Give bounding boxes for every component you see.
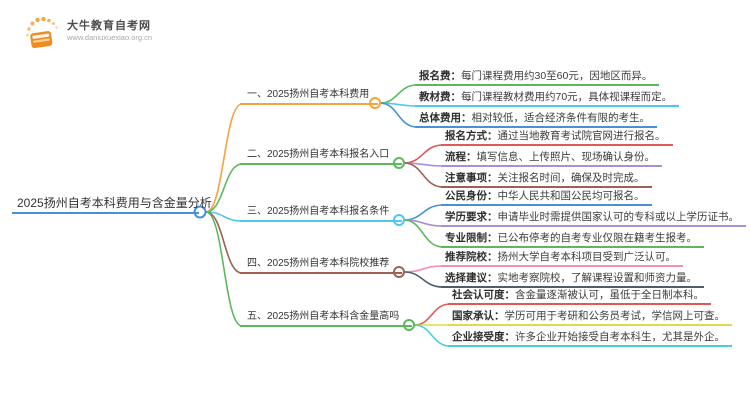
leaf-node-4-1: 推荐院校：扬州大学自考本科项目受到广泛认可。: [441, 249, 683, 267]
leaf-text: 每门课程教材费用约70元，具体视课程而定。: [461, 91, 673, 103]
leaf-node-4-2: 选择建议：实地考察院校，了解课程设置和师资力量。: [441, 270, 704, 288]
logo-url: www.daniuxuexiao.org.cn: [67, 33, 153, 42]
leaf-text: 扬州大学自考本科项目受到广泛认可。: [497, 251, 677, 263]
leaf-node-1-1: 报名费：每门课程费用约30至60元，因地区而异。: [415, 68, 660, 86]
leaf-text: 许多企业开始接受自考本科生，尤其是外企。: [515, 331, 725, 343]
leaf-node-2-1: 报名方式：通过当地教育考试院官网进行报名。: [441, 128, 673, 146]
branch-node-4: 四、2025扬州自考本科院校推荐: [240, 255, 402, 274]
leaf-label: 教材费：: [419, 91, 461, 103]
link-root-branch4: [205, 211, 243, 274]
logo: 大牛教育自考网 www.daniuxuexiao.org.cn: [24, 11, 152, 51]
leaf-node-1-3: 总体费用：相对较低，适合经济条件有限的考生。: [415, 110, 657, 128]
root-node: 2025扬州自考本科费用与含金量分析: [12, 194, 212, 214]
leaf-node-2-3: 注意事项：关注报名时间，确保及时完成。: [441, 170, 652, 188]
leaf-text: 通过当地教育考试院官网进行报名。: [497, 130, 666, 142]
logo-title: 大牛教育自考网: [67, 20, 151, 32]
leaf-text: 申请毕业时需提供国家认可的专科或以上学历证书。: [497, 211, 740, 223]
leaf-label: 流程：: [445, 151, 477, 163]
branch-node-1: 一、2025扬州自考本科费用: [240, 86, 378, 105]
leaf-text: 填写信息、上传照片、现场确认身份。: [476, 151, 656, 163]
leaf-text: 关注报名时间，确保及时完成。: [497, 172, 645, 184]
leaf-text: 已公布停考的自考专业仅限在籍考生报考。: [497, 232, 698, 244]
leaf-label: 报名方式：: [445, 130, 498, 142]
leaf-label: 注意事项：: [445, 172, 498, 184]
leaf-node-1-2: 教材费：每门课程教材费用约70元，具体视课程而定。: [415, 89, 680, 107]
leaf-label: 企业接受度：: [452, 331, 515, 343]
leaf-node-5-2: 国家承认：学历可用于考研和公务员考试，学信网上可查。: [448, 308, 732, 326]
branch-node-2: 二、2025扬州自考本科报名入口: [240, 146, 402, 165]
leaf-node-5-3: 企业接受度：许多企业开始接受自考本科生，尤其是外企。: [448, 329, 732, 347]
leaf-node-2-2: 流程：填写信息、上传照片、现场确认身份。: [441, 149, 662, 167]
leaf-text: 含金量逐渐被认可，虽低于全日制本科。: [515, 289, 704, 301]
branch-node-5: 五、2025扬州自考本科含金量高吗: [240, 308, 412, 327]
leaf-node-3-1: 公民身份：中华人民共和国公民均可报名。: [441, 188, 652, 206]
leaf-text: 学历可用于考研和公务员考试，学信网上可查。: [504, 310, 726, 322]
branch-node-3: 三、2025扬州自考本科报名条件: [240, 203, 402, 222]
leaf-label: 报名费：: [419, 70, 461, 82]
leaf-text: 相对较低，适合经济条件有限的考生。: [471, 112, 651, 124]
leaf-label: 学历要求：: [445, 211, 498, 223]
link-root-branch5: [205, 211, 243, 327]
leaf-label: 总体费用：: [419, 112, 472, 124]
leaf-node-5-1: 社会认可度：含金量逐渐被认可，虽低于全日制本科。: [448, 287, 711, 305]
leaf-text: 实地考察院校，了解课程设置和师资力量。: [497, 272, 698, 284]
leaf-node-3-2: 学历要求：申请毕业时需提供国家认可的专科或以上学历证书。: [441, 209, 746, 227]
leaf-label: 选择建议：: [445, 272, 498, 284]
book-icon: [26, 16, 58, 49]
leaf-node-3-3: 专业限制：已公布停考的自考专业仅限在籍考生报考。: [441, 230, 704, 248]
leaf-label: 推荐院校：: [445, 251, 498, 263]
leaf-label: 公民身份：: [445, 190, 498, 202]
leaf-text: 中华人民共和国公民均可报名。: [497, 190, 645, 202]
leaf-label: 国家承认：: [452, 310, 505, 322]
link-root-branch3: [205, 211, 243, 222]
leaf-label: 社会认可度：: [452, 289, 515, 301]
leaf-text: 每门课程费用约30至60元，因地区而异。: [461, 70, 653, 82]
leaf-label: 专业限制：: [445, 232, 498, 244]
